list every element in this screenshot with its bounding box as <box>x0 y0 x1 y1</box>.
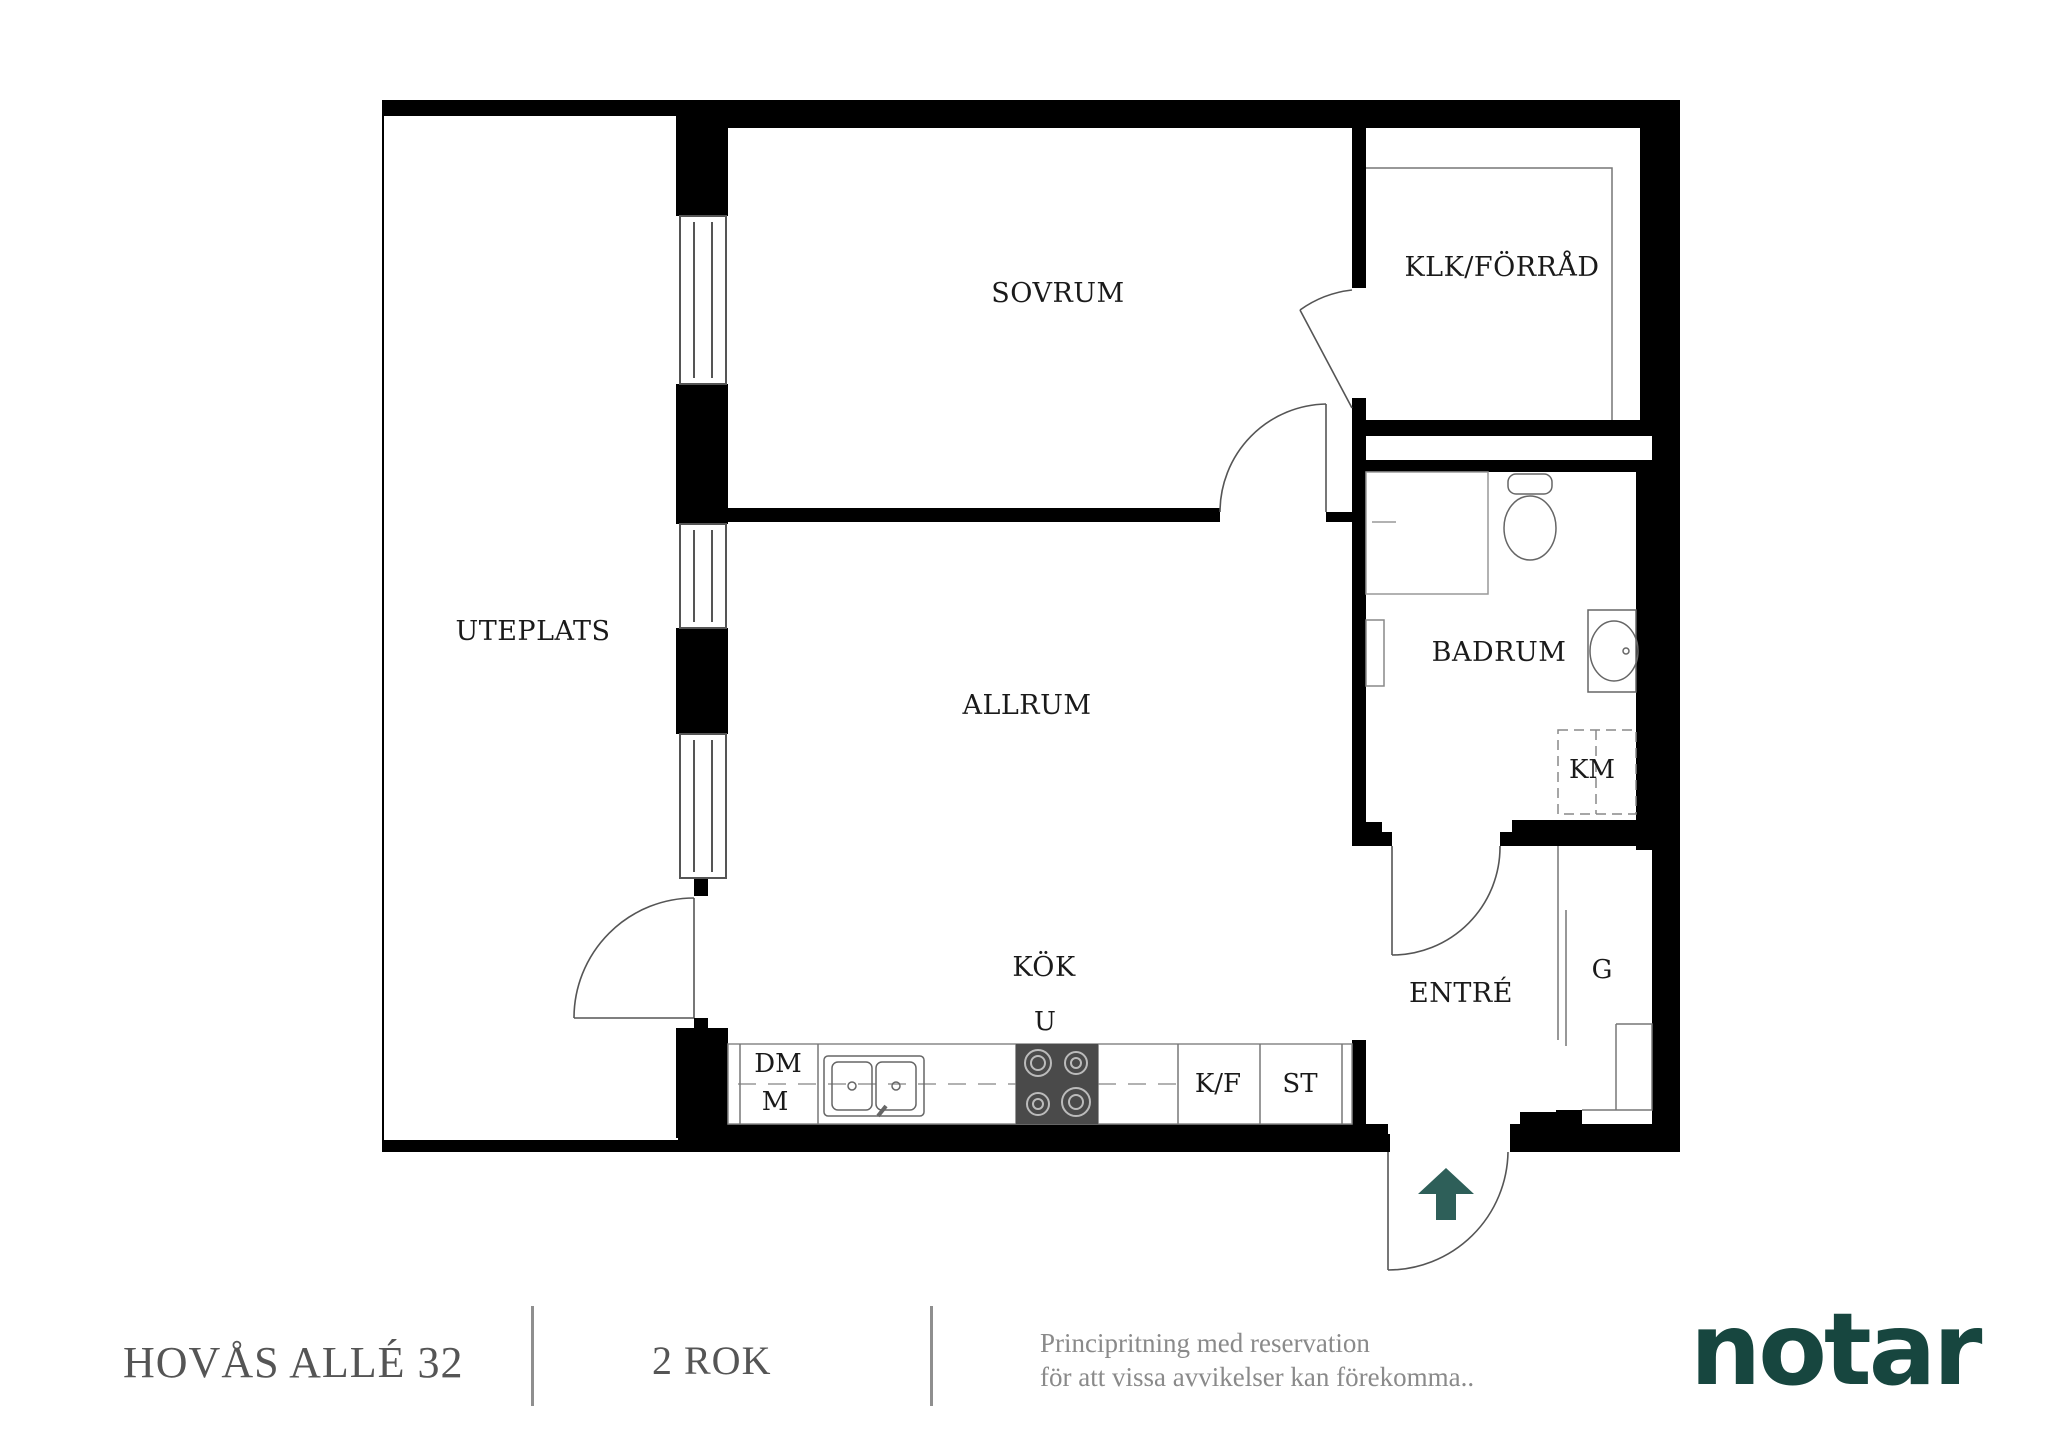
door-klk-leaf <box>1299 309 1353 409</box>
entry-cabinet <box>1582 1023 1653 1111</box>
stove <box>1016 1044 1098 1124</box>
wall-bath-stub <box>1326 512 1356 522</box>
sink-icon <box>823 1055 925 1118</box>
door-entry-arc <box>1387 1151 1509 1271</box>
wall-entry-right-c <box>1556 1110 1582 1152</box>
room-count: 2 ROK <box>652 1338 772 1383</box>
bath-cabinet <box>1365 619 1385 687</box>
label-klk-forrad: KLK/FÖRRÅD <box>1404 249 1599 283</box>
wall-left-uteplats <box>382 100 384 1150</box>
room-labels: UTEPLATS SOVRUM KLK/FÖRRÅD ALLRUM BADRUM… <box>455 249 1599 1009</box>
disclaimer-line-2: för att vissa avvikelser kan förekomma.. <box>1040 1362 1475 1392</box>
disclaimer-line-1: Principritning med reservation <box>1040 1328 1370 1358</box>
wall-klk-bottom <box>1352 420 1680 436</box>
wall-bath-bottom-right-b <box>1500 832 1514 846</box>
entrance-arrow-icon <box>1418 1168 1474 1220</box>
label-entre: ENTRÉ <box>1409 976 1513 1009</box>
wall-bath-right <box>1636 460 1652 850</box>
label-g: G <box>1592 955 1613 985</box>
wall-klk-left-1 <box>1352 128 1366 288</box>
walls <box>382 100 1680 1152</box>
footer-divider <box>930 1306 933 1406</box>
label-kok: KÖK <box>1012 949 1076 983</box>
doors <box>573 289 1509 1271</box>
door-klk-arc <box>1299 289 1353 311</box>
wall-ext-5 <box>676 1028 728 1138</box>
window-allrum-2 <box>679 733 727 879</box>
wall-klk-right <box>1640 128 1654 436</box>
wall-entry-right-b <box>1520 1112 1556 1152</box>
wall-sovrum-allrum <box>728 508 1220 522</box>
label-allrum: ALLRUM <box>961 690 1091 721</box>
wall-bottom-left <box>678 1124 1388 1152</box>
wall-ext-2 <box>676 384 728 524</box>
wall-ext-3 <box>676 628 728 734</box>
klk-shelf-outline <box>1366 167 1613 420</box>
wall-top-inner <box>678 116 1680 128</box>
hotplate-icon <box>1064 1051 1088 1075</box>
wall-bottom-uteplats <box>382 1140 678 1152</box>
label-badrum: BADRUM <box>1432 637 1567 668</box>
door-badrum-arc <box>1391 845 1501 956</box>
wall-ext-5b <box>694 1018 708 1030</box>
label-km: KM <box>1569 755 1615 785</box>
wall-kitchen-end <box>1352 1040 1366 1140</box>
window-allrum-1 <box>679 523 727 629</box>
basin-icon <box>1587 609 1639 693</box>
hotplate-icon <box>1061 1087 1091 1117</box>
door-sovrum-arc <box>1219 403 1327 513</box>
hotplate-icon <box>1026 1092 1050 1116</box>
door-uteplats-arc <box>573 897 695 1019</box>
notar-logo: notar <box>1690 1291 1982 1408</box>
label-uteplats: UTEPLATS <box>455 616 610 647</box>
footer-divider <box>531 1306 534 1406</box>
wall-bath-bottom-left-b <box>1380 832 1392 846</box>
window-sovrum <box>679 215 727 385</box>
hotplate-icon <box>1024 1049 1052 1077</box>
wall-ext-4 <box>694 878 708 896</box>
label-sovrum: SOVRUM <box>991 278 1124 309</box>
shower <box>1365 471 1489 595</box>
label-st: ST <box>1282 1069 1318 1099</box>
wall-bath-top <box>1352 460 1652 472</box>
label-kf: K/F <box>1195 1069 1241 1099</box>
label-m: M <box>762 1087 789 1117</box>
wall-entry-left-b <box>1376 1134 1390 1152</box>
wall-bath-bottom-left <box>1352 822 1382 846</box>
toilet-icon <box>1503 473 1557 561</box>
address: HOVÅS ALLÉ 32 <box>123 1338 464 1387</box>
wall-right <box>1652 100 1680 1152</box>
wall-ext-1 <box>676 116 728 216</box>
windows <box>679 215 727 879</box>
label-u: U <box>1034 1007 1056 1037</box>
wall-bath-left <box>1352 436 1366 836</box>
wall-top <box>382 100 1680 116</box>
wall-bath-bottom-right <box>1512 820 1652 846</box>
fixture-labels: KM G U DM M K/F ST <box>754 755 1615 1117</box>
washing-machine <box>1557 729 1637 815</box>
label-dm: DM <box>754 1049 801 1079</box>
